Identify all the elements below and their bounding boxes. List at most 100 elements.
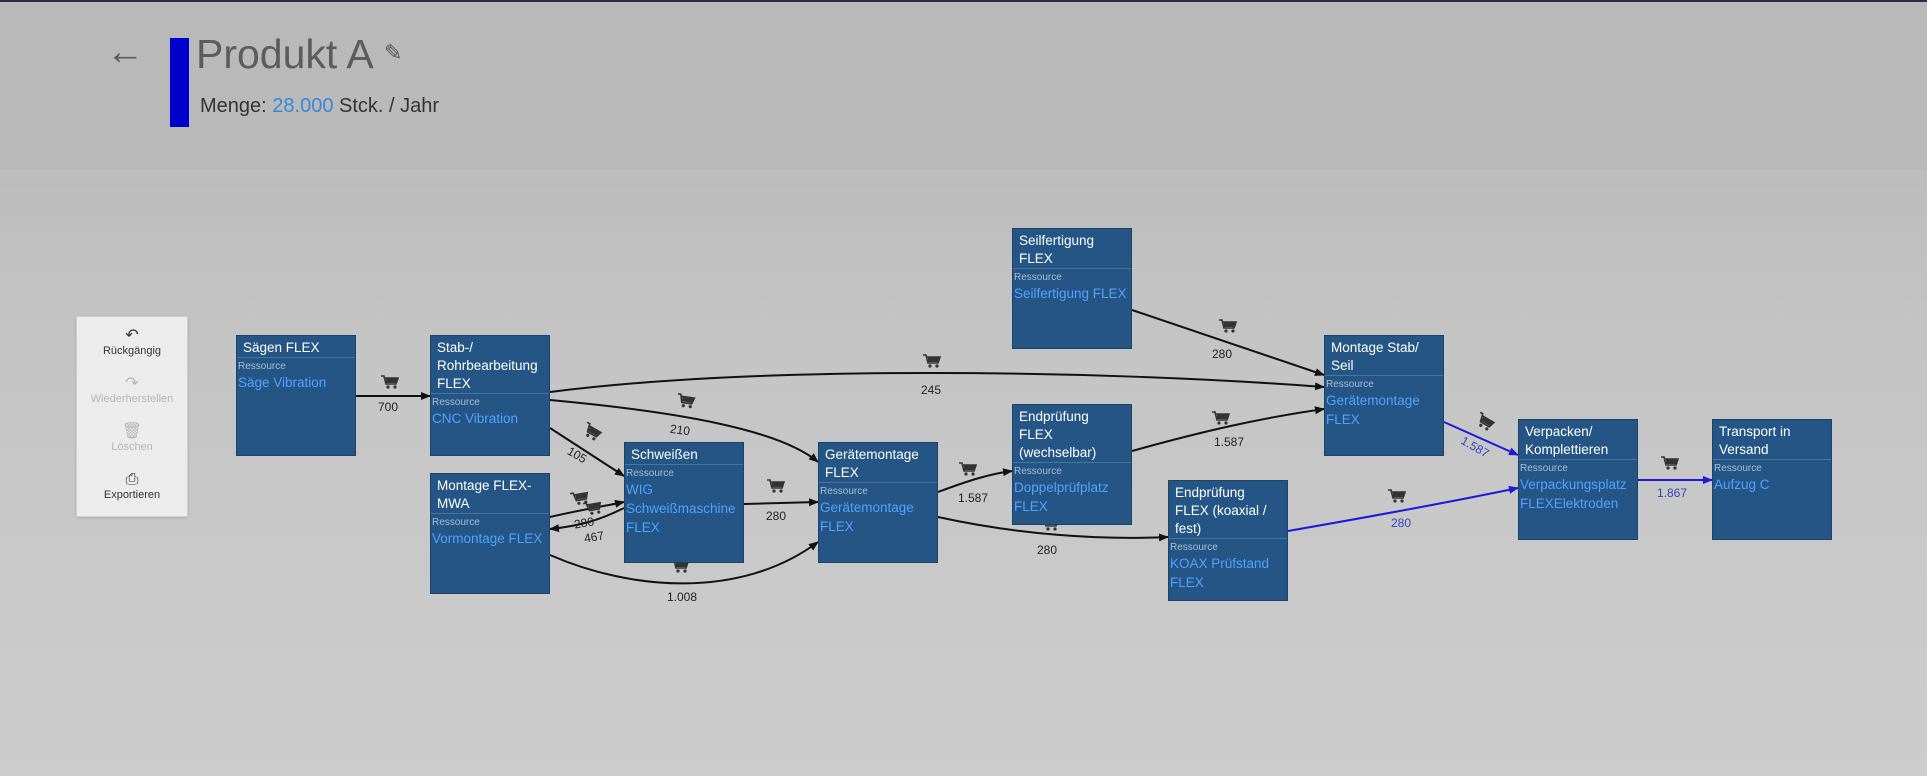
cart-icon[interactable] — [582, 498, 604, 517]
flow-edge-mwa-to-geraet[interactable] — [549, 541, 819, 585]
quantity-value[interactable]: 28.000 — [272, 95, 334, 117]
flow-edge-endw-to-montage[interactable] — [1131, 406, 1325, 452]
resource-label: Ressource — [626, 468, 674, 479]
resource-link[interactable]: Verpackungsplatz FLEXElektroden — [1520, 477, 1627, 511]
resource-label: Ressource — [432, 397, 480, 408]
toolbar: ↶ Rückgängig ↷ Wiederherstellen 🗑 Lösche… — [76, 316, 188, 517]
cart-icon[interactable] — [766, 478, 786, 494]
quantity-line: Menge: 28.000 Stck. / Jahr — [200, 95, 439, 118]
cart-icon[interactable] — [675, 392, 697, 411]
resource-link[interactable]: Säge Vibration — [238, 375, 327, 390]
resource-label: Ressource — [1014, 272, 1062, 283]
cart-icon[interactable] — [569, 488, 591, 507]
header: ← Produkt A ✎ Menge: 28.000 Stck. / Jahr — [0, 2, 1927, 170]
cart-icon[interactable] — [922, 353, 942, 369]
resource-link[interactable]: Gerätemontage FLEX — [1326, 393, 1420, 427]
process-node-title: Endprüfung FLEX (wechselbar) — [1013, 405, 1131, 463]
process-node-title: Verpacken/ Komplettieren — [1519, 420, 1637, 460]
arrow-left-icon[interactable]: ← — [106, 31, 144, 73]
edge-quantity-label: 1.587 — [1214, 435, 1245, 449]
cart-icon[interactable] — [380, 374, 400, 390]
trash-icon: 🗑 — [121, 423, 143, 440]
flow-edge-schweissen-to-mwa[interactable] — [549, 507, 625, 533]
resource-label: Ressource — [1326, 379, 1374, 390]
cart-icon[interactable] — [1472, 410, 1497, 434]
process-node-endk[interactable]: Endprüfung FLEX (koaxial / fest) Ressourc… — [1168, 480, 1288, 601]
cart-icon[interactable] — [1218, 318, 1238, 334]
cart-icon[interactable] — [1387, 488, 1407, 504]
undo-label: Rückgängig — [102, 345, 162, 357]
cart-icon[interactable] — [1211, 410, 1231, 426]
accent-bar — [170, 38, 189, 127]
flow-edge-stab-to-geraet[interactable] — [549, 399, 819, 463]
quantity-label: Menge: — [200, 95, 267, 117]
redo-icon: ↷ — [125, 375, 139, 392]
resource-label: Ressource — [1170, 542, 1218, 553]
edge-quantity-label: 280 — [1212, 347, 1233, 361]
resource-link[interactable]: WIG Schweißmaschine FLEX — [626, 482, 736, 535]
process-node-title: Sägen FLEX — [237, 336, 355, 358]
flow-edge-stab-to-schweissen[interactable] — [549, 427, 625, 477]
resource-link[interactable]: Vormontage FLEX — [432, 531, 543, 546]
edge-quantity-label: 210 — [669, 421, 691, 439]
flow-edge-geraet-to-endk[interactable] — [937, 516, 1169, 542]
process-node-title: Transport in Versand — [1713, 420, 1831, 460]
delete-label: Löschen — [111, 441, 153, 453]
redo-label: Wiederherstellen — [90, 393, 174, 405]
resource-link[interactable]: KOAX Prüfstand FLEX — [1170, 556, 1270, 590]
flow-edge-endk-to-verpacken[interactable] — [1287, 485, 1519, 532]
delete-button[interactable]: 🗑 Löschen — [77, 423, 187, 453]
edge-quantity-label: 245 — [921, 383, 942, 397]
cart-icon[interactable] — [579, 420, 604, 444]
undo-button[interactable]: ↶ Rückgängig — [77, 327, 187, 357]
resource-link[interactable]: CNC Vibration — [432, 411, 519, 426]
cart-icon[interactable] — [1660, 455, 1680, 471]
flow-edge-seil-to-montage[interactable] — [1131, 309, 1325, 376]
resource-label: Ressource — [1714, 463, 1762, 474]
process-node-title: Seilfertigung FLEX — [1013, 229, 1131, 269]
cart-icon[interactable] — [958, 461, 978, 477]
printer-icon: ⎙ — [125, 471, 139, 488]
flow-edge-montage-to-verpacken[interactable] — [1443, 421, 1519, 456]
resource-label: Ressource — [1520, 463, 1568, 474]
undo-icon: ↶ — [125, 327, 139, 344]
resource-link[interactable]: Aufzug C — [1714, 477, 1770, 492]
edge-quantity-label: 700 — [378, 400, 399, 414]
export-label: Exportieren — [103, 489, 161, 501]
process-node-title: Montage FLEX-MWA — [431, 474, 549, 514]
flow-edge-geraet-to-endw[interactable] — [937, 468, 1013, 493]
page-title: Produkt A — [196, 31, 374, 77]
pencil-icon[interactable]: ✎ — [384, 40, 403, 65]
redo-button[interactable]: ↷ Wiederherstellen — [77, 375, 187, 405]
edge-quantity-label: 280 — [1391, 516, 1412, 530]
edge-quantity-label: 1.587 — [958, 491, 989, 505]
edge-quantity-label: 1.008 — [667, 590, 698, 604]
resource-link[interactable]: Gerätemontage FLEX — [820, 500, 914, 534]
edge-quantity-label: 280 — [1037, 543, 1058, 557]
quantity-unit: Stck. / Jahr — [339, 95, 440, 117]
process-node-title: Schweißen — [625, 443, 743, 465]
flow-edge-stab-to-montage[interactable] — [549, 372, 1325, 393]
resource-link[interactable]: Seilfertigung FLEX — [1014, 286, 1127, 301]
resource-link[interactable]: Doppelprüfplatz FLEX — [1014, 480, 1109, 514]
export-button[interactable]: ⎙ Exportieren — [77, 471, 187, 501]
window-top-border — [0, 0, 1927, 2]
flow-edge-schweissen-to-geraet[interactable] — [743, 498, 819, 507]
process-node-title: Endprüfung FLEX (koaxial / fest) — [1169, 481, 1287, 539]
process-node-title: Stab-/ Rohrbearbeitung FLEX — [431, 336, 549, 394]
resource-label: Ressource — [820, 486, 868, 497]
edge-quantity-label: 280 — [766, 509, 787, 523]
process-node-title: Montage Stab/ Seil — [1325, 336, 1443, 376]
edge-quantity-label: 1.867 — [1657, 486, 1688, 500]
